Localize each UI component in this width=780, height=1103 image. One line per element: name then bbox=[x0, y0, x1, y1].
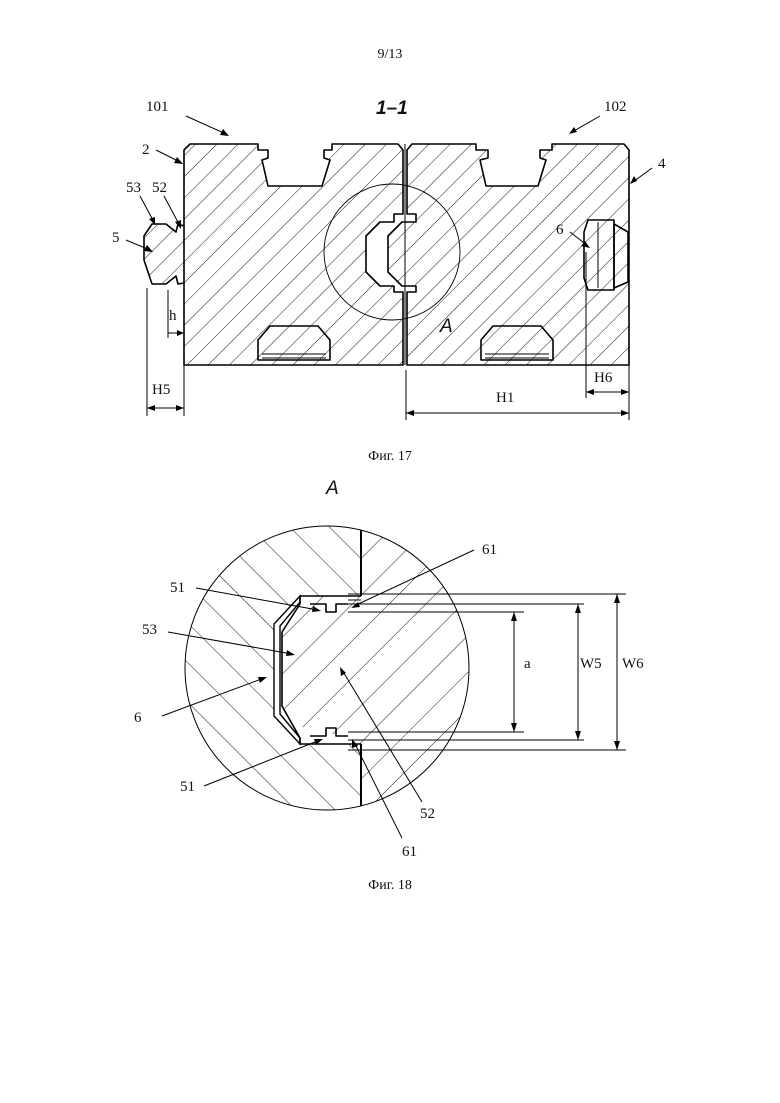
ref-6: 6 bbox=[556, 222, 564, 238]
section-label: 1–1 bbox=[376, 98, 408, 119]
figure-17: 1–1 101 102 2 4 53 52 5 6 A h H5 H6 H1 Ф… bbox=[0, 0, 780, 480]
ref-101: 101 bbox=[146, 99, 169, 115]
ref-53: 53 bbox=[142, 622, 157, 638]
ref-61-top: 61 bbox=[482, 542, 497, 558]
dim-a: a bbox=[524, 656, 531, 672]
dim-h: h bbox=[169, 308, 177, 324]
figure-17-caption: Фиг. 17 bbox=[368, 449, 412, 464]
detail-title-A: A bbox=[325, 478, 339, 499]
dim-H1: H1 bbox=[496, 390, 514, 406]
dim-H6: H6 bbox=[594, 370, 613, 386]
detail-label-A: A bbox=[439, 316, 453, 337]
ref-52: 52 bbox=[420, 806, 435, 822]
ref-6: 6 bbox=[134, 710, 142, 726]
figure-18: A 61 51 bbox=[0, 470, 780, 900]
ref-51-top: 51 bbox=[170, 580, 185, 596]
ref-53: 53 bbox=[126, 180, 141, 196]
dim-H5: H5 bbox=[152, 382, 170, 398]
ref-5: 5 bbox=[112, 230, 120, 246]
dim-W5: W5 bbox=[580, 656, 602, 672]
ref-51-bottom: 51 bbox=[180, 779, 195, 795]
ref-4: 4 bbox=[658, 156, 666, 172]
ref-52: 52 bbox=[152, 180, 167, 196]
block-102 bbox=[388, 144, 629, 365]
ref-102: 102 bbox=[604, 99, 627, 115]
figure-18-caption: Фиг. 18 bbox=[368, 878, 412, 893]
block-101 bbox=[144, 144, 403, 365]
ref-2: 2 bbox=[142, 142, 150, 158]
dim-W6: W6 bbox=[622, 656, 644, 672]
ref-61-bottom: 61 bbox=[402, 844, 417, 860]
